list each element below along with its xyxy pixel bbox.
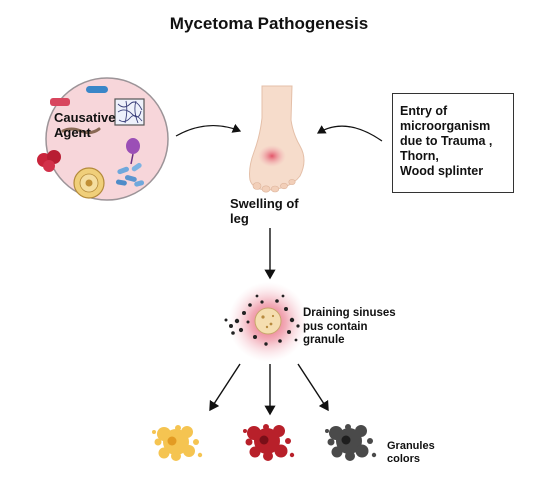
entry-line-1: Entry of bbox=[400, 104, 448, 118]
yellow-granule-icon bbox=[152, 425, 203, 461]
swelling-line-2: leg bbox=[230, 211, 249, 226]
entry-box bbox=[392, 93, 514, 193]
filament-icon bbox=[61, 127, 101, 135]
entry-line-2: microorganism bbox=[400, 119, 491, 133]
capsule-cluster-icon bbox=[115, 162, 145, 187]
bacterium-rod-icon bbox=[50, 98, 70, 106]
foot-icon bbox=[249, 85, 305, 193]
foot-lesion-icon bbox=[258, 145, 286, 167]
causative-agent-label: Causative Agent bbox=[54, 110, 126, 140]
draining-label: Draining sinuses pus contain granule bbox=[303, 307, 413, 348]
causative-line-1: Causative bbox=[54, 110, 116, 125]
arrow-agent-to-foot bbox=[175, 123, 242, 137]
diagram-title: Mycetoma Pathogenesis bbox=[169, 14, 369, 33]
entry-text: Entry of microorganism due to Trauma , T… bbox=[400, 104, 512, 179]
granules-line-2: colors bbox=[387, 453, 421, 465]
spore-icon bbox=[73, 167, 105, 199]
draining-line-1: Draining sinuses bbox=[303, 307, 396, 319]
microorganism-circle-icon bbox=[37, 77, 169, 201]
swelling-label: Swelling of leg bbox=[230, 196, 320, 226]
hyphae-icon bbox=[114, 98, 145, 126]
draining-line-3: granule bbox=[303, 334, 345, 346]
granules-label: Granules colors bbox=[387, 440, 457, 466]
entry-line-5: Wood splinter bbox=[400, 164, 484, 178]
granules-line-1: Granules bbox=[387, 440, 435, 452]
entry-line-4: Thorn, bbox=[400, 149, 439, 163]
sinus-lesion-icon bbox=[224, 282, 308, 362]
entry-line-3: due to Trauma , bbox=[400, 134, 493, 148]
cocci-icon bbox=[37, 150, 61, 172]
black-granule-icon bbox=[325, 424, 377, 461]
arrow-to-black-granule bbox=[297, 363, 329, 412]
arrow-entry-to-foot bbox=[316, 125, 383, 142]
protozoa-icon bbox=[126, 138, 140, 165]
red-granule-icon bbox=[243, 424, 295, 461]
draining-line-2: pus contain bbox=[303, 320, 368, 333]
causative-line-2: Agent bbox=[54, 125, 91, 140]
bacterium-blue-icon bbox=[86, 86, 108, 93]
swelling-line-1: Swelling of bbox=[230, 196, 299, 211]
arrow-to-yellow-granule bbox=[209, 363, 241, 412]
